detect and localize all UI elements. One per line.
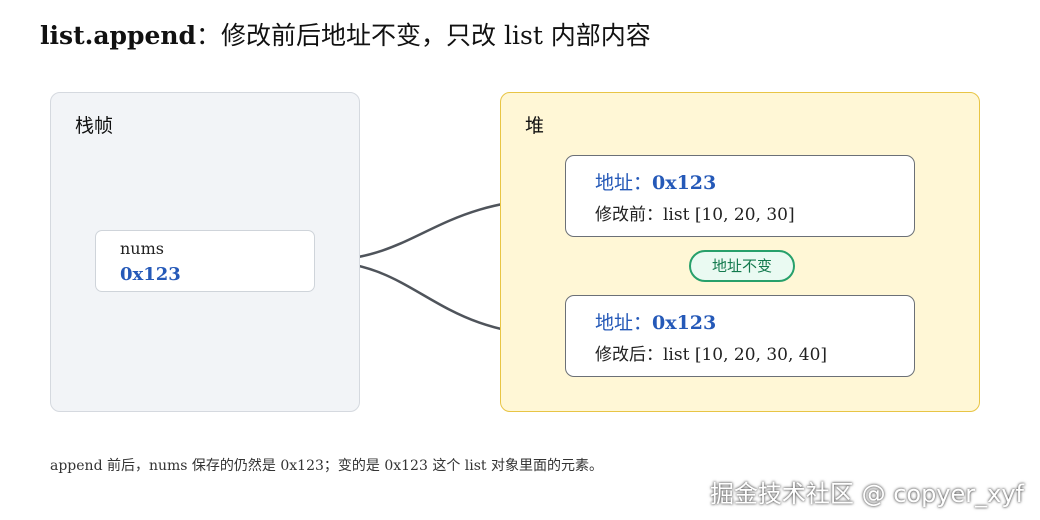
object-content: 修改前：list [10, 20, 30] — [595, 205, 795, 225]
object-address: 地址：0x123 — [595, 168, 716, 195]
object-content: 修改后：list [10, 20, 30, 40] — [595, 345, 828, 365]
list-object-after: 地址：0x123 修改后：list [10, 20, 30, 40] — [565, 295, 915, 377]
variable-value: 0x123 — [120, 264, 181, 285]
variable-name: nums — [120, 239, 164, 258]
caption: append 前后，nums 保存的仍然是 0x123；变的是 0x123 这个… — [50, 458, 603, 474]
address-label: 地址： — [595, 172, 653, 194]
title-description: ：修改前后地址不变，只改 list 内部内容 — [196, 21, 651, 50]
address-label: 地址： — [595, 312, 653, 334]
title-method: list.append — [40, 21, 197, 50]
variable-box-nums: nums 0x123 — [95, 230, 315, 292]
object-address: 地址：0x123 — [595, 308, 716, 335]
heap-label: 堆 — [525, 115, 545, 137]
address-value: 0x123 — [652, 312, 717, 334]
stack-frame-label: 栈帧 — [75, 115, 114, 137]
address-value: 0x123 — [652, 172, 717, 194]
address-unchanged-badge: 地址不变 — [689, 250, 795, 282]
page-title: list.append：修改前后地址不变，只改 list 内部内容 — [40, 18, 651, 54]
list-object-before: 地址：0x123 修改前：list [10, 20, 30] — [565, 155, 915, 237]
watermark: 掘金技术社区 @ copyer_xyf — [709, 480, 1024, 508]
